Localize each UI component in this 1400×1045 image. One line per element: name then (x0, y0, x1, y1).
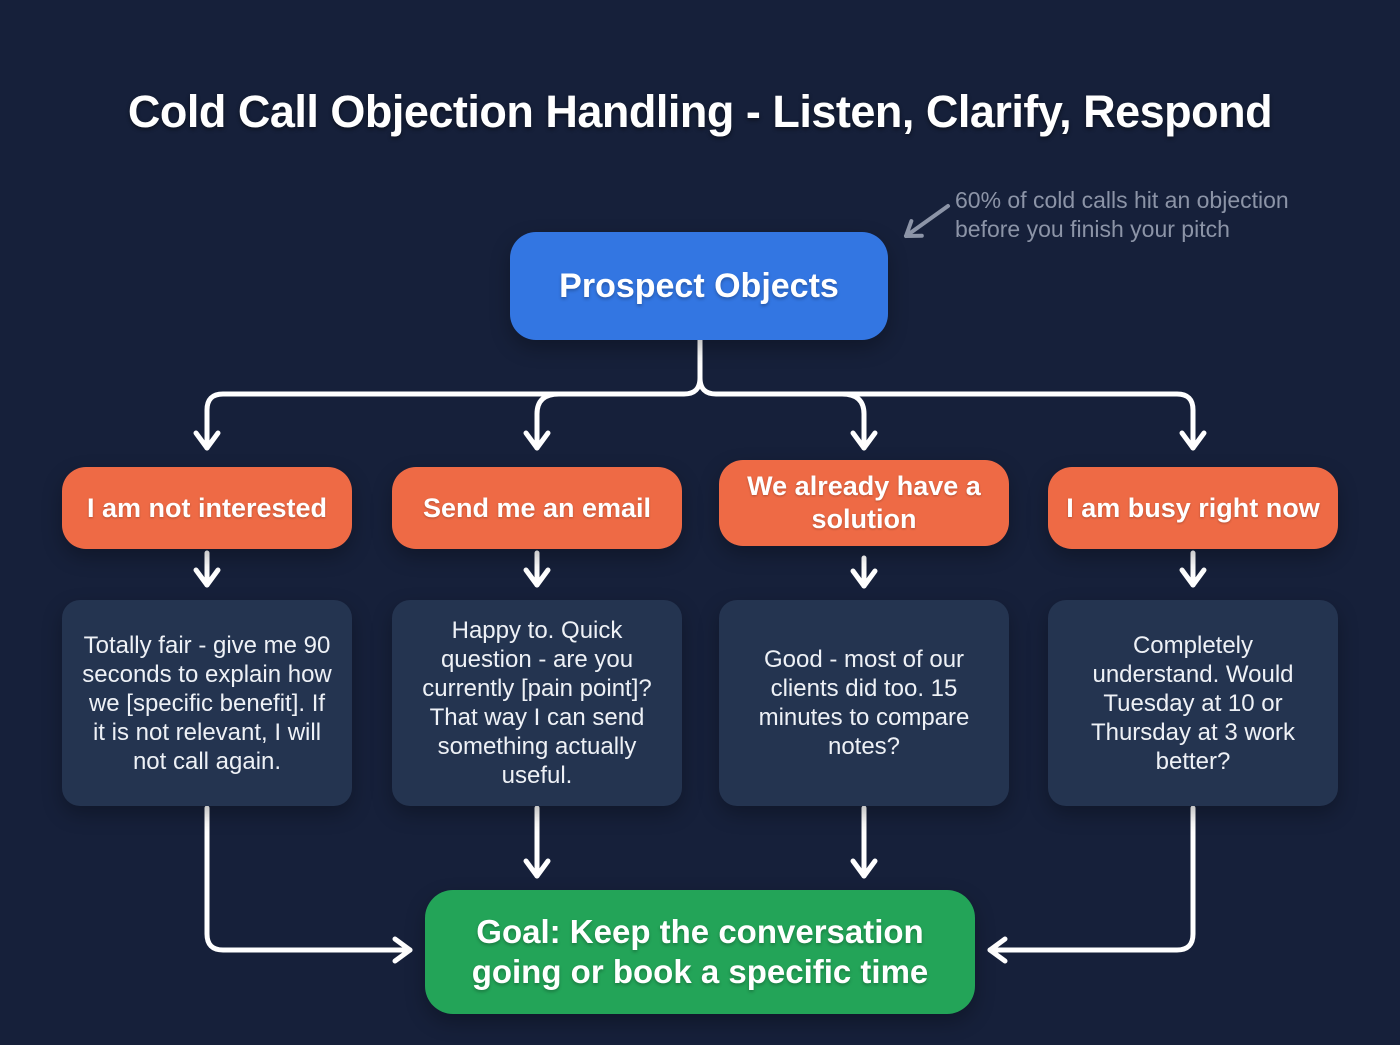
annotation-note: 60% of cold calls hit an objection befor… (955, 186, 1345, 244)
node-response-busy: Completely understand. Would Tuesday at … (1048, 600, 1338, 806)
connector-root-to-objection-1 (193, 337, 703, 451)
connector-root-to-objection-3 (839, 391, 878, 451)
node-objection-send-email: Send me an email (392, 467, 682, 549)
page-title: Cold Call Objection Handling - Listen, C… (127, 86, 1273, 137)
annotation-arrow (904, 204, 950, 238)
connector-response-1-to-goal (204, 805, 413, 964)
node-prospect-objects: Prospect Objects (510, 232, 888, 340)
connector-root-to-objection-4 (697, 337, 1207, 451)
node-goal: Goal: Keep the conversation going or boo… (425, 890, 975, 1014)
node-objection-have-solution: We already have a solution (719, 460, 1009, 546)
node-response-not-interested: Totally fair - give me 90 seconds to exp… (62, 600, 352, 806)
connector-response-4-to-goal (987, 805, 1196, 964)
annotation-line-1: 60% of cold calls hit an objection (955, 187, 1289, 213)
annotation-line-2: before you finish your pitch (955, 216, 1230, 242)
node-objection-busy: I am busy right now (1048, 467, 1338, 549)
node-response-send-email: Happy to. Quick question - are you curre… (392, 600, 682, 806)
node-objection-not-interested: I am not interested (62, 467, 352, 549)
node-response-have-solution: Good - most of our clients did too. 15 m… (719, 600, 1009, 806)
connector-root-to-objection-2 (523, 391, 562, 451)
